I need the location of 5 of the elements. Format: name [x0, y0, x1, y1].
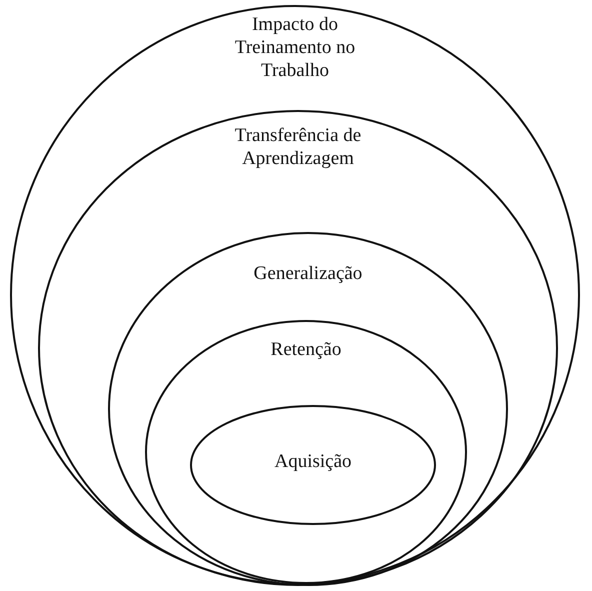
level-label: Aquisição	[274, 450, 352, 473]
level-label: Impacto do Treinamento no Trabalho	[234, 13, 356, 82]
level-label: Transferência de Aprendizagem	[234, 124, 362, 170]
level-label: Generalização	[254, 262, 362, 285]
level-label: Retenção	[270, 338, 342, 361]
